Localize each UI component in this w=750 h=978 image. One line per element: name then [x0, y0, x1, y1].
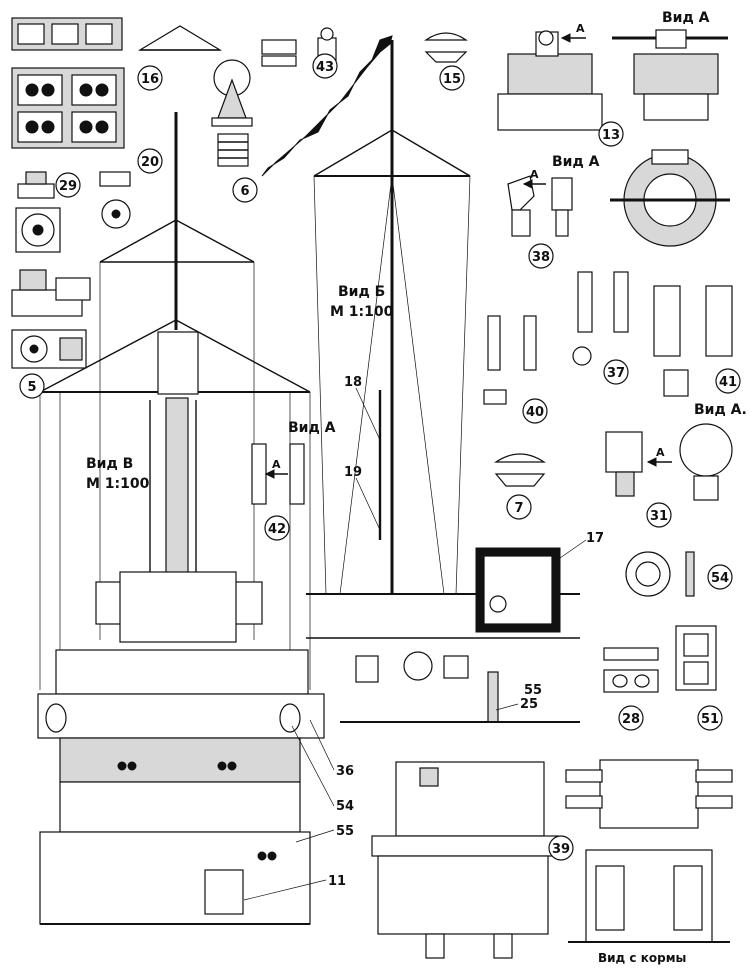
title-view-stern: Вид с кормы	[598, 951, 686, 965]
svg-text:39: 39	[552, 842, 570, 857]
svg-text:43: 43	[316, 60, 334, 75]
leader-25: 25	[520, 697, 538, 712]
callout-31: 31	[646, 502, 672, 528]
arrow-a-13: A	[560, 22, 586, 43]
svg-text:20: 20	[141, 155, 159, 170]
ladder-42	[251, 443, 305, 505]
foremast-view-v	[37, 112, 325, 925]
title-view-a-13: Вид А	[662, 10, 710, 26]
small-fitting-20	[99, 171, 131, 229]
svg-text:41: 41	[719, 375, 737, 390]
capstan-elevation	[11, 269, 91, 317]
leader-19: 19	[344, 465, 362, 480]
bridge-detail-39	[371, 761, 559, 959]
svg-text:A: A	[530, 168, 539, 181]
leader-18: 18	[344, 375, 362, 390]
leader-11: 11	[328, 874, 346, 889]
door-51	[675, 625, 717, 691]
svg-text:40: 40	[526, 405, 544, 420]
callout-40: 40	[522, 398, 548, 424]
svg-text:5: 5	[27, 380, 36, 395]
svg-text:28: 28	[622, 712, 640, 727]
windlass-detail	[211, 59, 253, 127]
callout-38: 38	[528, 243, 554, 269]
capstan-plan-5	[11, 329, 87, 369]
stern-view	[565, 759, 733, 943]
leader-54: 54	[336, 799, 354, 814]
svg-text:15: 15	[443, 72, 461, 87]
callout-29: 29	[55, 172, 81, 198]
title-view-b: Вид Б	[338, 284, 385, 300]
leader-55: 55	[336, 824, 354, 839]
svg-text:6: 6	[240, 184, 249, 199]
title-view-b-scale: М 1:100	[330, 304, 394, 320]
svg-text:37: 37	[607, 366, 625, 381]
callout-7: 7	[506, 494, 532, 520]
vent-grille-block	[11, 67, 125, 149]
title-view-v-scale: М 1:100	[86, 476, 150, 492]
callout-51: 51	[697, 705, 723, 731]
title-view-a-31: Вид А.	[694, 402, 747, 418]
svg-text:16: 16	[141, 72, 159, 87]
callout-13: 13	[598, 121, 624, 147]
fairlead-detail-15	[424, 32, 468, 63]
leader-36: 36	[336, 764, 354, 779]
svg-text:13: 13	[602, 128, 620, 143]
ventilator-heads-37-40-41	[483, 271, 733, 405]
callout-39: 39	[548, 835, 574, 861]
svg-text:7: 7	[514, 501, 523, 516]
svg-text:38: 38	[532, 250, 550, 265]
skylight-detail-16	[137, 25, 223, 51]
svg-text:31: 31	[650, 509, 668, 524]
fairlead-7	[494, 453, 546, 487]
arrow-a-42: A	[264, 458, 288, 479]
searchlight-13-view-a	[612, 29, 728, 121]
winch-17	[475, 547, 561, 633]
callout-16: 16	[137, 65, 163, 91]
callout-28: 28	[618, 705, 644, 731]
svg-text:54: 54	[711, 571, 729, 586]
callout-43: 43	[312, 53, 338, 79]
searchlight-13-side	[497, 30, 603, 131]
title-view-a-42: Вид А	[288, 420, 336, 436]
searchlight-31	[605, 423, 733, 501]
title-view-a-38: Вид А	[552, 154, 600, 170]
callout-15: 15	[439, 65, 465, 91]
mooring-bitts-28	[603, 647, 659, 693]
svg-text:A: A	[656, 446, 665, 459]
svg-text:A: A	[272, 458, 281, 471]
callout-6: 6	[232, 177, 258, 203]
svg-text:A: A	[576, 22, 585, 35]
vent-grille-top	[11, 17, 123, 51]
arrow-a-31: A	[646, 446, 672, 467]
svg-text:51: 51	[701, 712, 719, 727]
svg-text:29: 29	[59, 179, 77, 194]
capstan-plan	[15, 207, 61, 253]
callout-5: 5	[19, 373, 45, 399]
svg-text:42: 42	[268, 522, 286, 537]
callout-42: 42	[264, 515, 290, 541]
leader-55-top: 55	[524, 683, 542, 698]
title-view-v: Вид В	[86, 456, 133, 472]
lifebuoy-54	[625, 551, 695, 597]
compass-stand-38	[507, 175, 573, 237]
leader-17: 17	[586, 531, 604, 546]
cable-drum-6	[217, 133, 249, 167]
callout-54-right: 54	[707, 564, 733, 590]
arrow-a-38: A	[522, 168, 546, 189]
callout-20: 20	[137, 148, 163, 174]
callout-41: 41	[715, 368, 741, 394]
cleat-detail-43	[261, 27, 337, 67]
bollard-29	[17, 171, 55, 199]
callout-37: 37	[603, 359, 629, 385]
searchlight-13-plan	[610, 149, 730, 247]
pennant-flag	[261, 35, 393, 177]
